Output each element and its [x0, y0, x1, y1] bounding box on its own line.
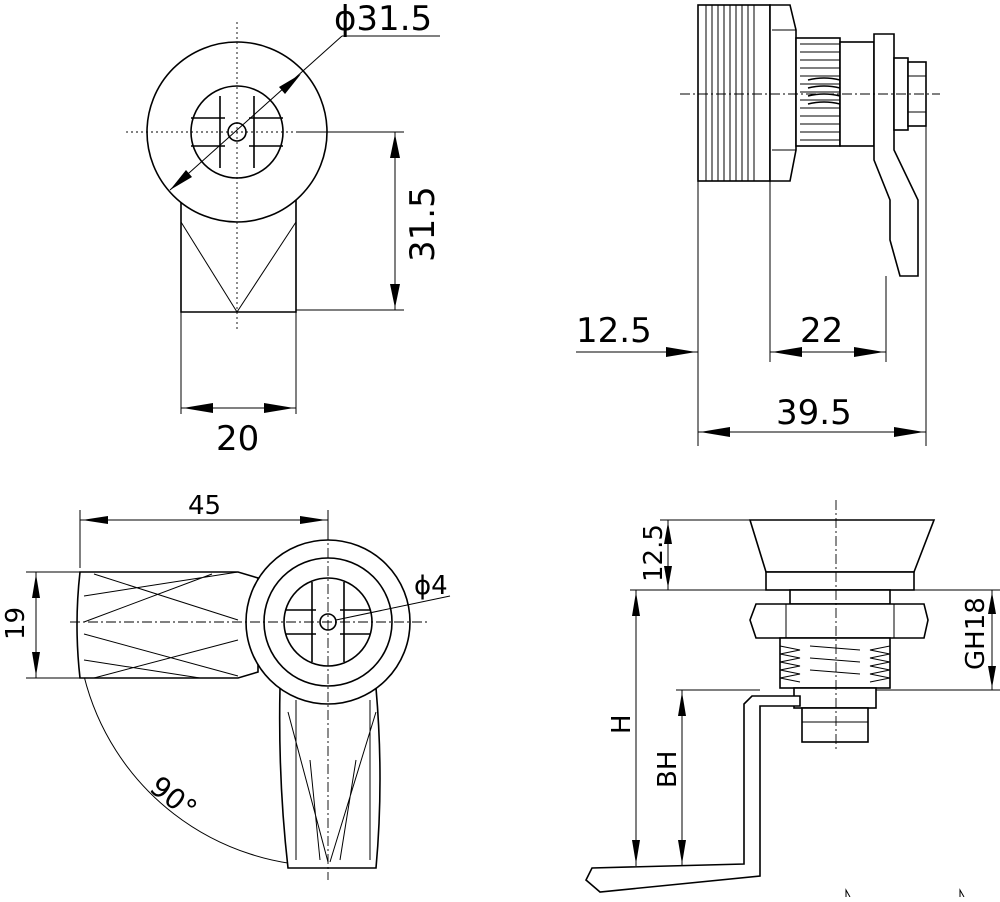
top-length-label: 45: [188, 491, 221, 521]
front-diameter-label: ϕ31.5: [334, 0, 432, 39]
top-view: [26, 510, 451, 880]
side-view: [576, 4, 940, 446]
side-body-label: 22: [800, 311, 843, 351]
installation-view: [585, 500, 1000, 898]
front-height-label: 31.5: [403, 186, 443, 262]
front-width-label: 20: [216, 419, 259, 459]
key-hole-label: ϕ4: [414, 571, 448, 601]
front-view: [126, 22, 440, 414]
install-flange-label: 12.5: [639, 524, 669, 582]
side-flange-label: 12.5: [576, 311, 652, 351]
bottom-height-label: BH: [653, 751, 683, 788]
total-height-label: H: [607, 714, 637, 734]
thread-spec-label: GH18: [961, 597, 991, 670]
rotation-angle-label: 90°: [144, 770, 203, 827]
side-total-label: 39.5: [776, 393, 852, 433]
top-width-label: 19: [1, 607, 31, 640]
